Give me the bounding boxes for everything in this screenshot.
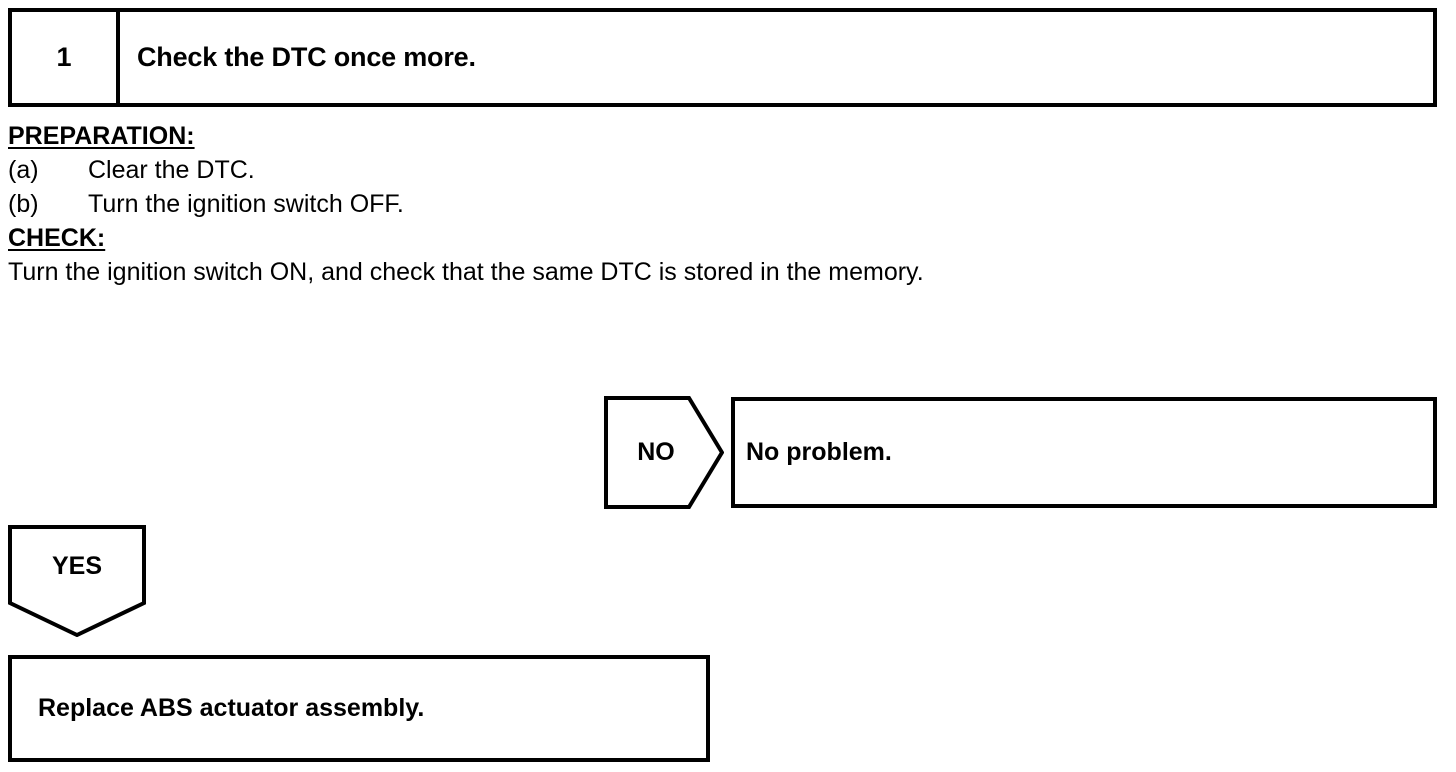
step-header-box: 1 Check the DTC once more. bbox=[8, 8, 1437, 107]
step-title: Check the DTC once more. bbox=[137, 42, 476, 72]
step-number-cell: 1 bbox=[12, 12, 120, 103]
preparation-item-b-label: (b) bbox=[8, 190, 39, 218]
no-result-box: No problem. bbox=[731, 397, 1437, 508]
yes-result-box: Replace ABS actuator assembly. bbox=[8, 655, 710, 762]
step-title-cell: Check the DTC once more. bbox=[120, 12, 1433, 103]
step-number: 1 bbox=[56, 42, 72, 72]
yes-branch-arrow: YES bbox=[8, 525, 146, 637]
no-arrow-shape bbox=[604, 396, 724, 509]
check-text: Turn the ignition switch ON, and check t… bbox=[8, 258, 924, 286]
no-result-text: No problem. bbox=[746, 438, 892, 466]
check-heading: CHECK: bbox=[8, 224, 106, 252]
preparation-item-b-text: Turn the ignition switch OFF. bbox=[88, 190, 404, 218]
preparation-item-b: (b) Turn the ignition switch OFF. bbox=[8, 192, 1428, 217]
step-body-text: PREPARATION: (a) Clear the DTC. (b) Turn… bbox=[8, 124, 1428, 285]
yes-arrow-shape bbox=[8, 525, 146, 637]
preparation-item-a-text: Clear the DTC. bbox=[88, 156, 255, 184]
preparation-item-a-label: (a) bbox=[8, 156, 39, 184]
preparation-item-a: (a) Clear the DTC. bbox=[8, 158, 1428, 183]
no-branch-arrow: NO bbox=[604, 396, 724, 509]
preparation-heading: PREPARATION: bbox=[8, 122, 195, 150]
yes-result-text: Replace ABS actuator assembly. bbox=[38, 694, 425, 722]
